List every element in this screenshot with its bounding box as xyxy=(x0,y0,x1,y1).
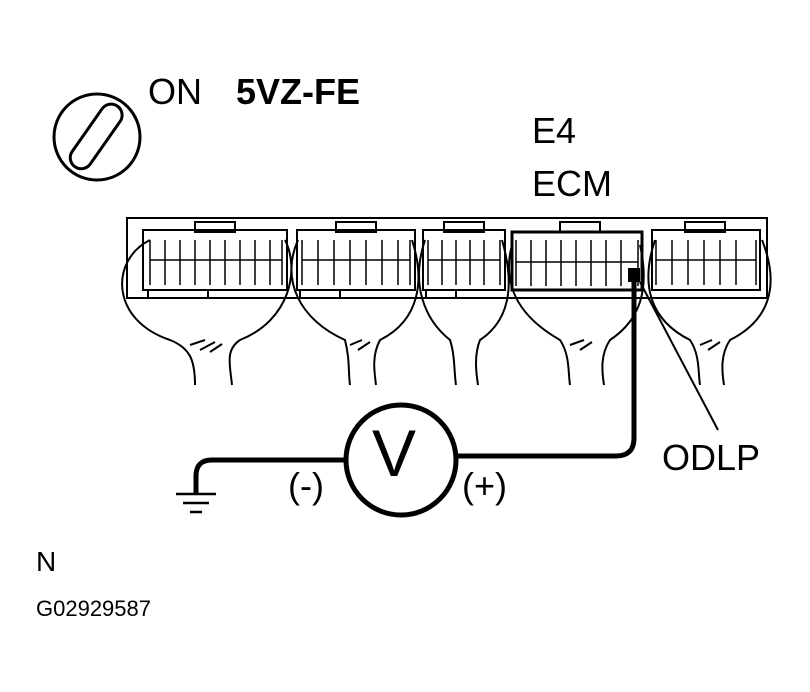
positive-lead-label: (+) xyxy=(462,465,507,506)
voltmeter-symbol: V xyxy=(372,416,417,490)
odlp-leader-line xyxy=(639,281,719,431)
ground-icon xyxy=(176,492,216,514)
note-label: N xyxy=(36,546,57,577)
ignition-state-label: ON xyxy=(148,71,202,112)
connector-pins xyxy=(149,240,757,286)
voltmeter-icon xyxy=(343,402,459,518)
ecm-label: ECM xyxy=(532,163,612,204)
negative-lead-label: (-) xyxy=(288,465,324,506)
connector-id-label: E4 xyxy=(532,110,577,151)
positive-probe-wire xyxy=(456,282,637,459)
negative-probe-wire xyxy=(193,457,346,494)
figure-id-label: G02929587 xyxy=(36,596,151,621)
ecm-connector-body xyxy=(126,217,768,299)
odlp-terminal xyxy=(628,268,640,282)
engine-label: 5VZ-FE xyxy=(236,71,361,112)
terminal-label: ODLP xyxy=(662,437,761,478)
wire-harnesses xyxy=(121,239,772,386)
ignition-key-icon xyxy=(52,92,142,182)
